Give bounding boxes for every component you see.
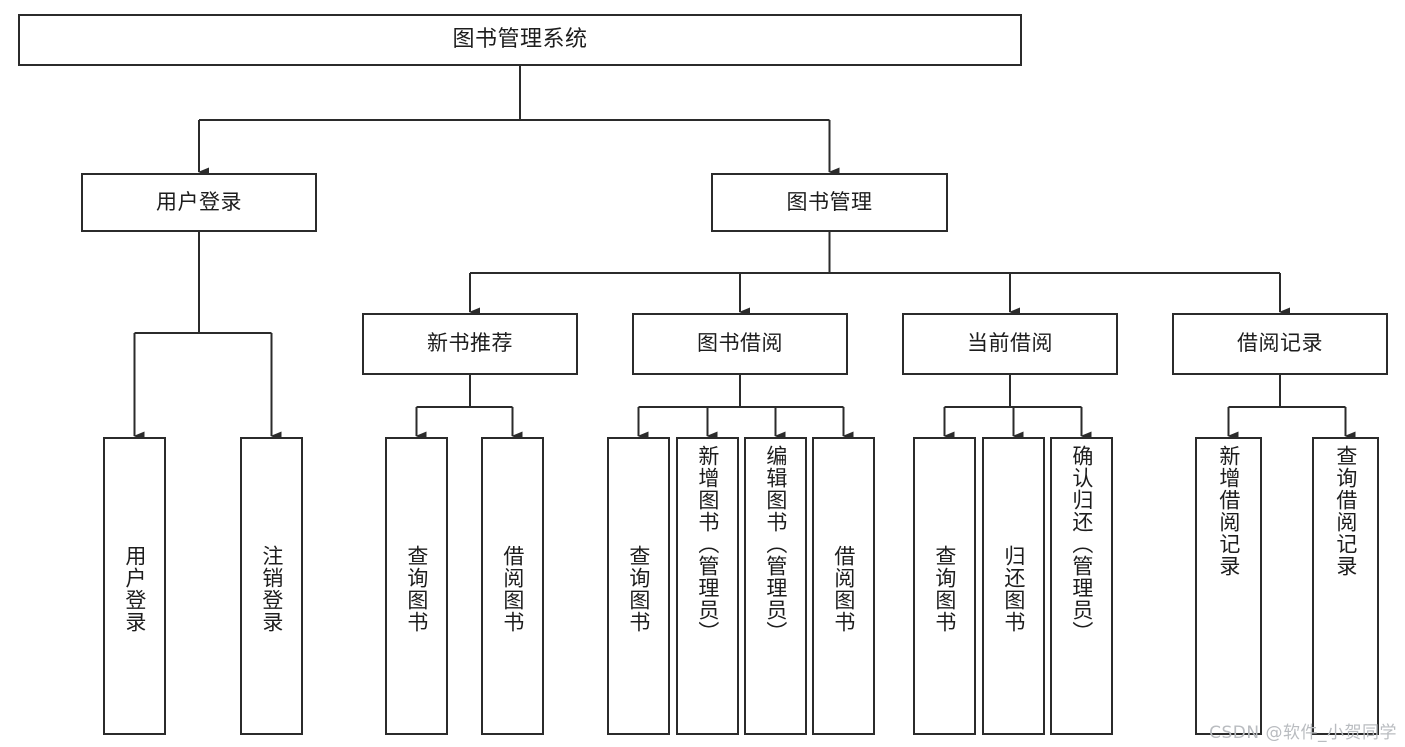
leaf-node-label: 新增借阅记录 <box>1216 445 1241 577</box>
leaf-node-label: 借阅图书 <box>831 545 856 633</box>
leaf-node-leaf-add-record[interactable]: 新增借阅记录 <box>1195 437 1262 735</box>
node-book-borrow[interactable]: 图书借阅 <box>632 313 848 375</box>
node-root-root[interactable]: 图书管理系统 <box>18 14 1022 66</box>
node-label: 用户登录 <box>156 189 242 214</box>
leaf-node-leaf-return-book[interactable]: 归还图书 <box>982 437 1045 735</box>
leaf-node-label: 查询借阅记录 <box>1333 445 1358 577</box>
leaf-node-label: 确认归还（管理员） <box>1069 445 1094 643</box>
leaf-node-leaf-query-book-current[interactable]: 查询图书 <box>913 437 976 735</box>
connector-lines <box>133 66 1356 441</box>
leaf-node-label: 注销登录 <box>259 545 284 633</box>
leaf-node-leaf-query-book-rec[interactable]: 查询图书 <box>385 437 448 735</box>
csdn-watermark: CSDN @软件_小贺同学 <box>1209 723 1397 743</box>
node-label: 当前借阅 <box>967 331 1053 356</box>
leaf-node-leaf-borrow-book[interactable]: 借阅图书 <box>812 437 875 735</box>
leaf-node-label: 归还图书 <box>1001 545 1026 633</box>
node-label: 图书借阅 <box>697 331 783 356</box>
leaf-node-label: 用户登录 <box>122 545 147 633</box>
node-book-manage[interactable]: 图书管理 <box>711 173 948 232</box>
leaf-node-leaf-edit-book[interactable]: 编辑图书（管理员） <box>744 437 807 735</box>
leaf-node-label: 查询图书 <box>932 545 957 633</box>
leaf-node-leaf-user-login[interactable]: 用户登录 <box>103 437 166 735</box>
node-label: 借阅记录 <box>1237 331 1323 356</box>
leaf-node-leaf-user-logout[interactable]: 注销登录 <box>240 437 303 735</box>
node-borrow-record[interactable]: 借阅记录 <box>1172 313 1388 375</box>
node-current-borrow[interactable]: 当前借阅 <box>902 313 1118 375</box>
leaf-node-label: 查询图书 <box>404 545 429 633</box>
leaf-node-leaf-query-book-borrow[interactable]: 查询图书 <box>607 437 670 735</box>
leaf-node-leaf-query-record[interactable]: 查询借阅记录 <box>1312 437 1379 735</box>
leaf-node-label: 新增图书（管理员） <box>695 445 720 643</box>
leaf-node-label: 编辑图书（管理员） <box>763 445 788 643</box>
leaf-node-leaf-borrow-book-rec[interactable]: 借阅图书 <box>481 437 544 735</box>
leaf-node-leaf-add-book[interactable]: 新增图书（管理员） <box>676 437 739 735</box>
node-label: 图书管理系统 <box>452 26 588 52</box>
leaf-node-label: 查询图书 <box>626 545 651 633</box>
node-user-login[interactable]: 用户登录 <box>81 173 317 232</box>
leaf-node-label: 借阅图书 <box>500 545 525 633</box>
node-new-book-rec[interactable]: 新书推荐 <box>362 313 578 375</box>
node-label: 新书推荐 <box>427 331 513 356</box>
leaf-node-leaf-confirm-return[interactable]: 确认归还（管理员） <box>1050 437 1113 735</box>
node-label: 图书管理 <box>786 189 873 214</box>
